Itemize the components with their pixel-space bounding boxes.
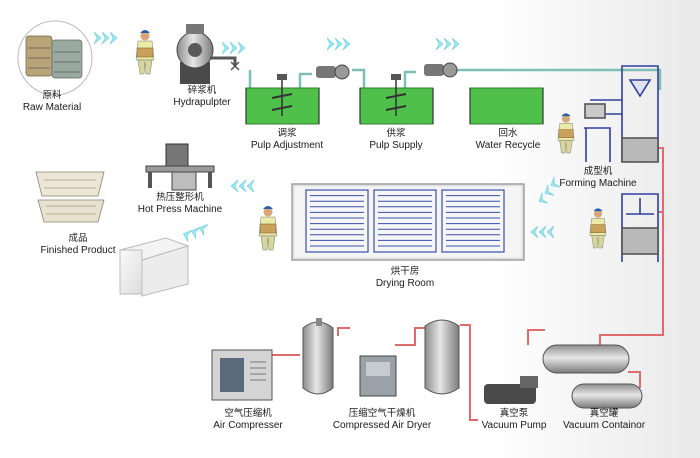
forming-machine-upper [584,65,659,163]
drying-rack [305,189,505,253]
air-storage-tank [424,319,460,395]
raw-material-icon [17,20,93,96]
egg-tray-stack [35,171,105,223]
air-dryer [359,355,397,397]
vacuum-pump [484,376,538,404]
vacuum-container [542,344,643,409]
worker-icon [557,113,575,154]
forming-machine-lower [621,193,659,262]
air-compressor [211,349,273,401]
hydrapulper-machine [176,24,240,84]
pump-icon [316,62,458,80]
tank-agitator-icon [245,74,320,125]
worker-icon [589,208,607,249]
finished-product-boxes [118,237,190,297]
tank-agitator-icon [359,74,434,125]
worker-icon [135,29,155,75]
air-pipes [270,147,664,421]
drying-rack-shelves [310,195,500,247]
hot-press-machine [145,143,215,191]
worker-icon [258,205,278,251]
tank-icon [469,87,544,125]
water-pipes [248,68,662,90]
air-receiver-tank [302,318,334,395]
